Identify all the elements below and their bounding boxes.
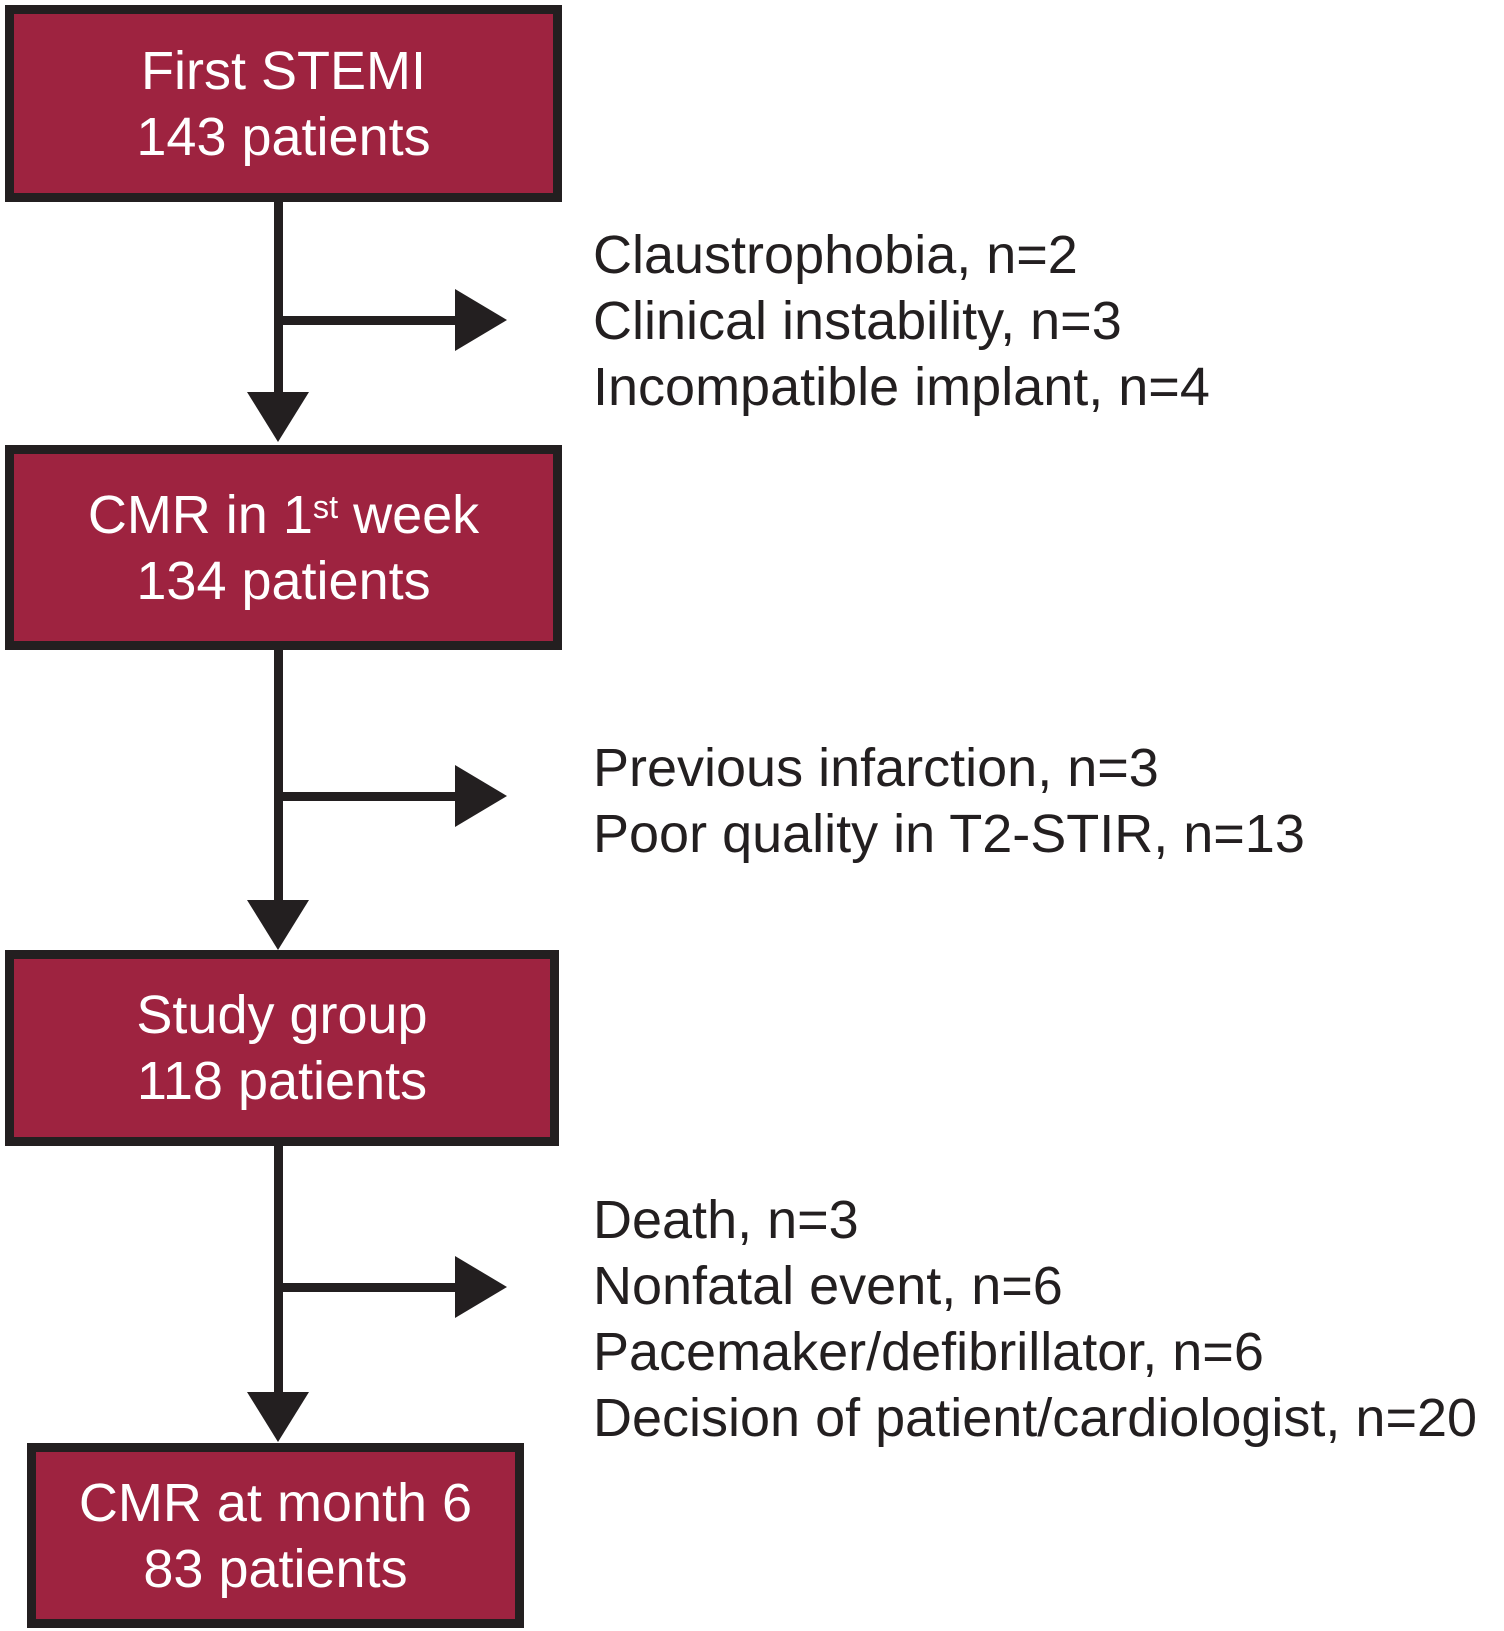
connector-vertical-1 [274, 202, 283, 402]
exclusion-list-1: Claustrophobia, n=2 Clinical instability… [593, 222, 1210, 420]
exclusion-item: Nonfatal event, n=6 [593, 1256, 1063, 1316]
branch-line-3 [278, 1283, 460, 1292]
title-prefix: CMR in 1 [87, 484, 313, 545]
box-study-group-count: 118 patients [136, 1051, 428, 1111]
title-superscript: st [312, 488, 339, 525]
arrowhead-down-icon-1 [247, 392, 309, 442]
arrowhead-right-icon-2 [455, 765, 507, 827]
branch-line-2 [278, 792, 460, 801]
box-first-stemi-title: First STEMI [141, 40, 426, 101]
exclusion-list-2: Previous infarction, n=3 Poor quality in… [593, 735, 1305, 867]
box-first-stemi: First STEMI 143 patients [5, 5, 562, 202]
arrowhead-right-icon-1 [455, 289, 507, 351]
exclusion-item: Death, n=3 [593, 1190, 859, 1250]
exclusion-item: Previous infarction, n=3 [593, 738, 1159, 798]
title-suffix: week [338, 484, 480, 545]
arrowhead-down-icon-3 [247, 1392, 309, 1442]
box-cmr-month-6: CMR at month 6 83 patients [27, 1443, 524, 1628]
branch-line-1 [278, 316, 460, 325]
exclusion-item: Incompatible implant, n=4 [593, 357, 1210, 417]
box-first-stemi-count: 143 patients [136, 106, 431, 167]
exclusion-list-3: Death, n=3 Nonfatal event, n=6 Pacemaker… [593, 1187, 1477, 1451]
box-cmr-month-6-count: 83 patients [143, 1538, 408, 1599]
exclusion-item: Clinical instability, n=3 [593, 291, 1122, 351]
connector-vertical-3 [274, 1146, 283, 1392]
exclusion-item: Pacemaker/defibrillator, n=6 [593, 1322, 1264, 1382]
arrowhead-right-icon-3 [455, 1256, 507, 1318]
box-study-group: Study group 118 patients [5, 950, 559, 1146]
arrowhead-down-icon-2 [247, 900, 309, 950]
box-cmr-month-6-title: CMR at month 6 [78, 1472, 473, 1533]
box-study-group-title: Study group [136, 985, 428, 1045]
box-cmr-first-week: CMR in 1st week 134 patients [5, 445, 562, 650]
connector-vertical-2 [274, 650, 283, 902]
box-cmr-first-week-count: 134 patients [136, 550, 431, 611]
exclusion-item: Decision of patient/cardiologist, n=20 [593, 1388, 1478, 1448]
box-cmr-first-week-title: CMR in 1st week [88, 482, 479, 548]
exclusion-item: Claustrophobia, n=2 [593, 225, 1078, 285]
exclusion-item: Poor quality in T2-STIR, n=13 [593, 804, 1305, 864]
